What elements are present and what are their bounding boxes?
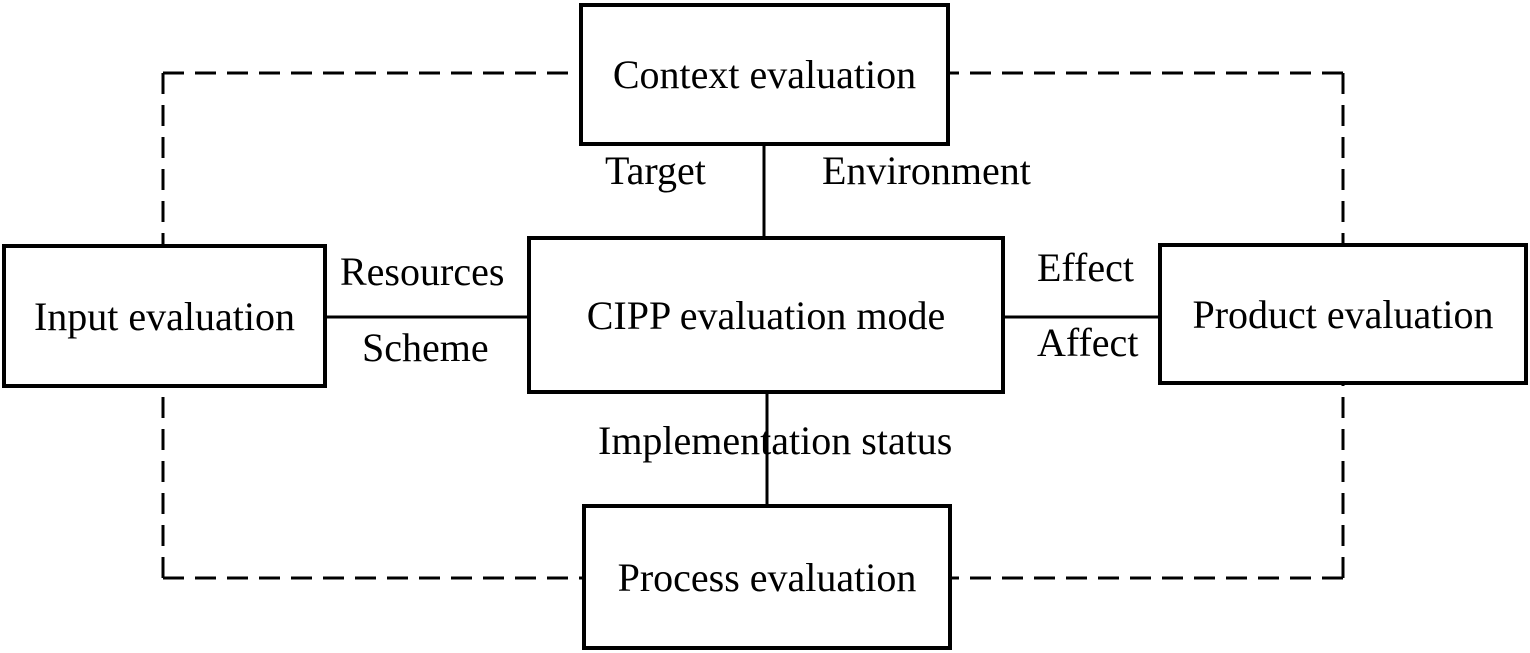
process-evaluation-box: Process evaluation	[582, 504, 952, 650]
product-evaluation-box: Product evaluation	[1158, 243, 1528, 385]
resources-edge-label: Resources	[340, 249, 505, 294]
input-evaluation-label: Input evaluation	[33, 293, 296, 339]
cipp-evaluation-mode-label: CIPP evaluation mode	[586, 292, 946, 338]
process-evaluation-label: Process evaluation	[617, 554, 917, 600]
environment-edge-label: Environment	[822, 148, 1031, 193]
implementation-status-edge-label: Implementation status	[598, 418, 953, 463]
context-evaluation-label: Context evaluation	[612, 52, 917, 97]
target-edge-label: Target	[605, 148, 706, 193]
dashed-feedback-loop	[161, 71, 1345, 580]
effect-edge-label: Effect	[1037, 245, 1134, 290]
input-evaluation-box: Input evaluation	[2, 244, 327, 388]
solid-connectors	[325, 146, 1160, 506]
product-evaluation-label: Product evaluation	[1192, 291, 1494, 337]
scheme-edge-label: Scheme	[362, 325, 489, 370]
affect-edge-label: Affect	[1037, 320, 1139, 365]
context-evaluation-box: Context evaluation	[579, 3, 950, 146]
cipp-evaluation-mode-box: CIPP evaluation mode	[527, 236, 1005, 394]
